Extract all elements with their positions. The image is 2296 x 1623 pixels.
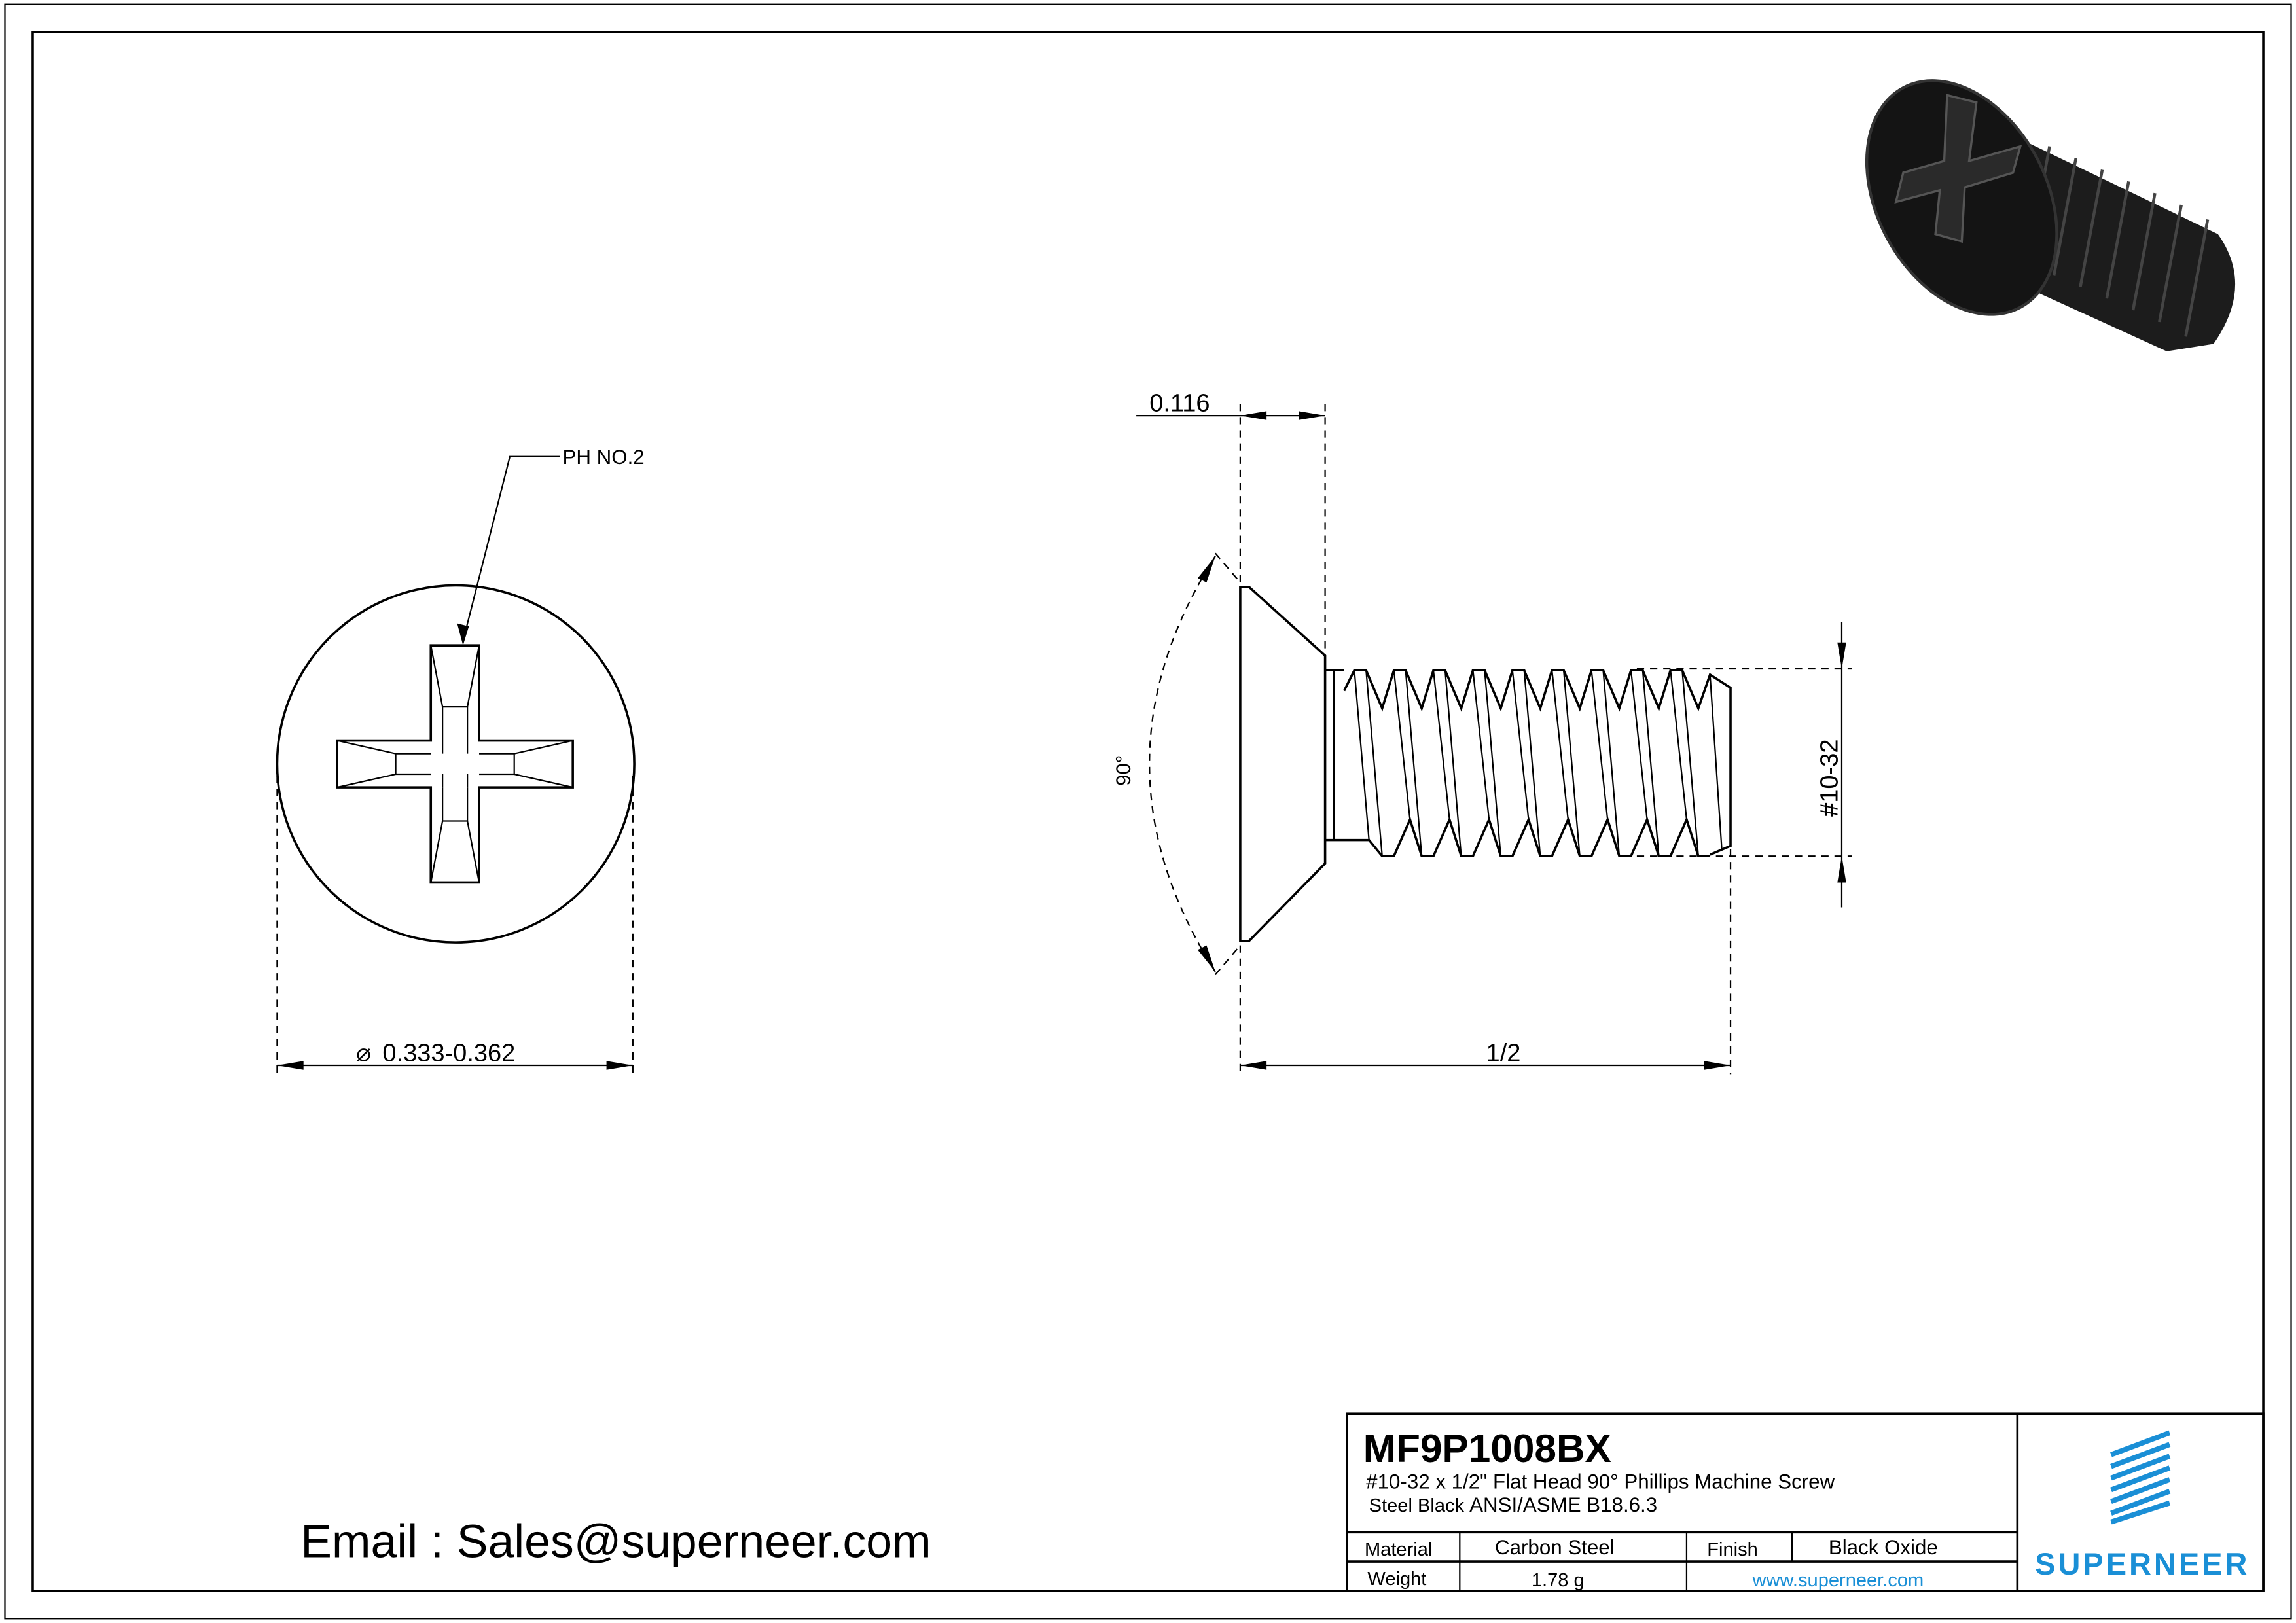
svg-text:Steel Black ANSI/ASME B18.6.3: Steel Black ANSI/ASME B18.6.3 [1369, 1493, 1657, 1516]
superneer-logo-icon [2110, 1430, 2171, 1525]
diameter-symbol: ⌀ [356, 1039, 371, 1067]
part-number: MF9P1008BX [1363, 1426, 1611, 1471]
head-diameter-text: 0.333-0.362 [382, 1039, 515, 1067]
title-block: MF9P1008BX #10-32 x 1/2" Flat Head 90° P… [1346, 1412, 2265, 1592]
drive-callout: PH NO.2 [457, 446, 645, 646]
thread-dimension: #10-32 [1636, 622, 1852, 908]
drawing-frame [31, 31, 2265, 1592]
description-line1: #10-32 x 1/2" Flat Head 90° Phillips Mac… [1366, 1470, 1835, 1493]
weight-label: Weight [1367, 1569, 1426, 1590]
description-line2-a: Steel Black [1369, 1495, 1469, 1516]
drive-callout-text: PH NO.2 [563, 446, 645, 469]
head-height-dimension: 0.116 [1136, 389, 1326, 656]
screw-3d-render [1865, 79, 2236, 351]
angle-text: 90° [1112, 755, 1135, 786]
material-value: Carbon Steel [1495, 1536, 1615, 1559]
logo-text: SUPERNEER [2035, 1546, 2247, 1581]
finish-label: Finish [1707, 1539, 1758, 1560]
length-dimension: 1/2 [1239, 849, 1732, 1075]
length-text: 1/2 [1486, 1039, 1521, 1067]
website-link[interactable]: www.superneer.com [1752, 1570, 1924, 1591]
head-diameter-dimension: ⌀ 0.333-0.362 [276, 776, 634, 1075]
thread-text: #10-32 [1816, 739, 1843, 816]
description-line2-b: ANSI/ASME B18.6.3 [1469, 1493, 1657, 1516]
angle-dimension: 90° [1112, 552, 1241, 976]
contact-email[interactable]: Email : Sales@superneer.com [300, 1515, 931, 1567]
head-height-text: 0.116 [1149, 389, 1210, 417]
material-label: Material [1365, 1539, 1432, 1560]
head-front-view [276, 584, 636, 944]
weight-value: 1.78 g [1532, 1570, 1585, 1591]
outer-border [4, 3, 2292, 1620]
screw-side-view [1239, 585, 1732, 942]
finish-value: Black Oxide [1829, 1536, 1938, 1559]
